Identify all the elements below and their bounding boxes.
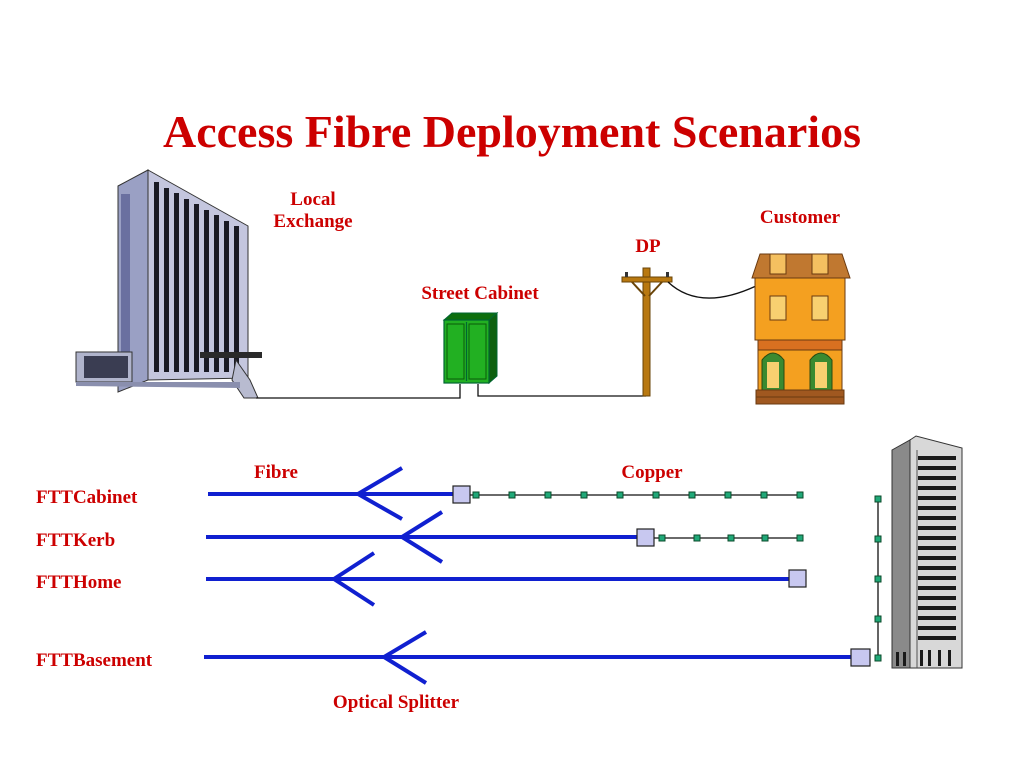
tower-block-icon	[891, 435, 963, 669]
copper-label: Copper	[621, 462, 683, 483]
copper-node	[508, 491, 516, 499]
copper-node	[658, 534, 666, 542]
scenario-label-fttbasement: FTTBasement	[36, 650, 153, 671]
dp-pole-icon	[621, 267, 673, 397]
copper-node	[688, 491, 696, 499]
customer-house-icon	[751, 253, 851, 405]
copper-node	[724, 491, 732, 499]
exchange-to-cabinet-line	[256, 384, 461, 399]
copper-node	[616, 491, 624, 499]
fttkerb-splitter-icon	[398, 510, 444, 564]
scenario-label-ftthome: FTTHome	[36, 572, 122, 593]
ftthome-terminal	[788, 569, 807, 588]
street-cabinet-icon	[442, 311, 499, 385]
fttkerb-terminal	[636, 528, 655, 547]
copper-node	[652, 491, 660, 499]
copper-node	[796, 534, 804, 542]
copper-node	[874, 495, 882, 503]
copper-node	[760, 491, 768, 499]
fttbasement-row	[204, 495, 882, 685]
fttbasement-splitter-icon	[380, 630, 428, 685]
fttcabinet-row	[208, 466, 804, 521]
copper-node	[874, 654, 882, 662]
copper-node	[874, 535, 882, 543]
copper-node	[727, 534, 735, 542]
copper-node	[874, 615, 882, 623]
drop-wire	[667, 281, 757, 299]
copper-node	[761, 534, 769, 542]
scenario-label-fttkerb: FTTKerb	[36, 530, 116, 551]
copper-node	[544, 491, 552, 499]
ftthome-row	[206, 551, 807, 607]
slide-title: Access Fibre Deployment Scenarios	[163, 106, 861, 157]
fttcabinet-terminal	[452, 485, 471, 504]
cabinet-to-pole-line	[477, 384, 646, 397]
fttcabinet-splitter-icon	[354, 466, 404, 521]
local-exchange-label-line1: Local	[290, 189, 336, 210]
local-exchange-label-line2: Exchange	[273, 211, 353, 232]
copper-node	[693, 534, 701, 542]
fttbasement-terminal	[850, 648, 871, 667]
copper-node	[472, 491, 480, 499]
fibre-label: Fibre	[254, 462, 298, 483]
ftthome-splitter-icon	[330, 551, 376, 607]
scenario-label-fttcabinet: FTTCabinet	[36, 487, 138, 508]
optical-splitter-label: Optical Splitter	[332, 692, 460, 713]
local-exchange-label: Local Exchange	[258, 189, 368, 233]
local-exchange-building-icon	[75, 169, 262, 399]
copper-node	[874, 575, 882, 583]
customer-label: Customer	[759, 207, 841, 228]
street-cabinet-label: Street Cabinet	[421, 283, 539, 304]
fttkerb-row	[206, 510, 804, 564]
copper-node	[796, 491, 804, 499]
copper-node	[580, 491, 588, 499]
dp-label: DP	[635, 236, 661, 257]
